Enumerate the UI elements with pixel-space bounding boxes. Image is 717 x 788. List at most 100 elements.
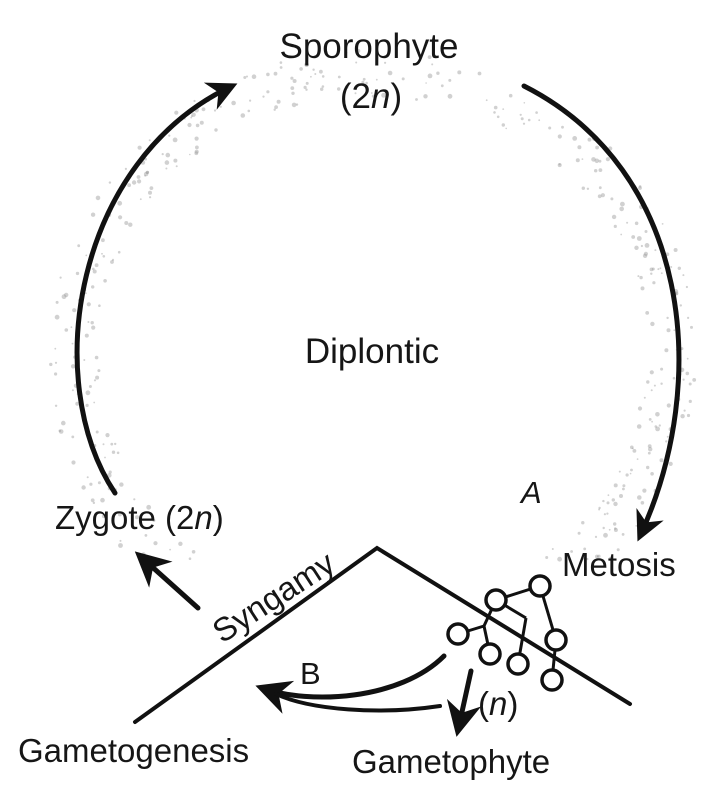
background-speck xyxy=(641,245,643,247)
background-speck xyxy=(661,272,663,274)
background-speck xyxy=(680,304,682,306)
background-speck xyxy=(124,221,128,225)
background-speck xyxy=(54,372,57,375)
background-speck xyxy=(582,187,585,190)
background-speck xyxy=(109,181,111,183)
background-speck xyxy=(202,107,206,111)
background-speck xyxy=(687,358,689,360)
background-speck xyxy=(478,72,482,76)
background-speck xyxy=(76,272,79,275)
background-speck xyxy=(71,436,74,439)
background-speck xyxy=(649,418,652,421)
background-speck xyxy=(165,160,170,165)
background-speck xyxy=(630,469,633,472)
background-speck xyxy=(95,263,99,267)
background-speck xyxy=(55,362,57,364)
sporophyte-label: Sporophyte xyxy=(279,27,458,66)
background-speck xyxy=(120,540,122,542)
background-speck xyxy=(60,277,62,279)
background-speck xyxy=(614,528,618,532)
background-speck xyxy=(274,105,278,109)
background-speck xyxy=(266,90,269,93)
arrow-syngamy-to-zygote xyxy=(140,556,198,608)
background-speck xyxy=(626,222,628,224)
haploid-cell xyxy=(546,630,566,650)
background-speck xyxy=(558,163,562,167)
background-speck xyxy=(193,100,195,102)
background-speck xyxy=(214,128,217,131)
background-speck xyxy=(266,73,270,77)
background-speck xyxy=(608,494,610,496)
syngamy-label: Syngamy xyxy=(206,544,342,650)
background-speck xyxy=(292,103,297,108)
background-speck xyxy=(655,427,660,432)
background-speck xyxy=(497,116,500,119)
background-speck xyxy=(686,286,688,288)
background-speck xyxy=(436,72,439,75)
background-speck xyxy=(581,521,584,524)
background-speck xyxy=(535,111,538,114)
background-speck xyxy=(173,138,178,143)
label-b: B xyxy=(300,656,321,691)
background-speck xyxy=(388,71,393,76)
background-speck xyxy=(520,114,522,116)
background-speck xyxy=(637,424,642,429)
background-speck xyxy=(655,412,660,417)
background-speck xyxy=(646,380,649,383)
background-speck xyxy=(687,317,689,319)
background-speck xyxy=(425,82,427,84)
background-speck xyxy=(97,369,100,372)
background-speck xyxy=(673,377,676,380)
haploid-cell xyxy=(542,670,562,690)
arrow-b-to-gametogenesis xyxy=(262,656,444,697)
background-speck xyxy=(94,379,96,381)
background-speck xyxy=(187,123,191,127)
background-speck xyxy=(118,215,122,219)
background-speck xyxy=(98,304,101,307)
background-speck xyxy=(310,76,312,78)
background-speck xyxy=(630,446,634,450)
background-speck xyxy=(664,348,668,352)
background-speck xyxy=(112,451,115,454)
background-speck xyxy=(524,102,526,104)
background-speck xyxy=(545,556,548,559)
background-speck xyxy=(641,521,643,523)
background-speck xyxy=(423,94,427,98)
background-speck xyxy=(103,443,105,445)
meiosis-label: Metosis xyxy=(562,546,676,583)
background-speck xyxy=(274,72,278,76)
background-speck xyxy=(577,145,581,149)
background-speck xyxy=(248,110,251,113)
background-speck xyxy=(687,414,690,417)
background-speck xyxy=(101,253,103,255)
background-speck xyxy=(509,94,513,98)
gametophyte-label: Gametophyte xyxy=(352,743,550,780)
background-speck xyxy=(166,153,171,158)
background-speck xyxy=(622,484,625,487)
background-speck xyxy=(91,321,94,324)
background-speck xyxy=(603,533,608,538)
background-speck xyxy=(125,168,127,170)
background-speck xyxy=(684,410,686,412)
background-speck xyxy=(662,223,664,225)
background-speck xyxy=(118,251,121,254)
background-speck xyxy=(572,136,577,141)
background-speck xyxy=(153,541,157,545)
background-speck xyxy=(83,359,85,361)
background-speck xyxy=(648,452,651,455)
background-speck xyxy=(306,82,309,85)
background-speck xyxy=(189,154,191,156)
background-speck xyxy=(612,215,616,219)
background-speck xyxy=(610,197,613,200)
background-speck xyxy=(320,88,323,91)
background-speck xyxy=(548,127,551,130)
background-speck xyxy=(93,402,95,404)
background-speck xyxy=(150,186,154,190)
background-speck xyxy=(64,293,68,297)
background-speck xyxy=(220,106,222,108)
background-speck xyxy=(178,542,182,546)
background-speck xyxy=(169,549,171,551)
background-speck xyxy=(86,404,89,407)
background-speck xyxy=(670,266,672,268)
background-speck xyxy=(674,248,678,252)
